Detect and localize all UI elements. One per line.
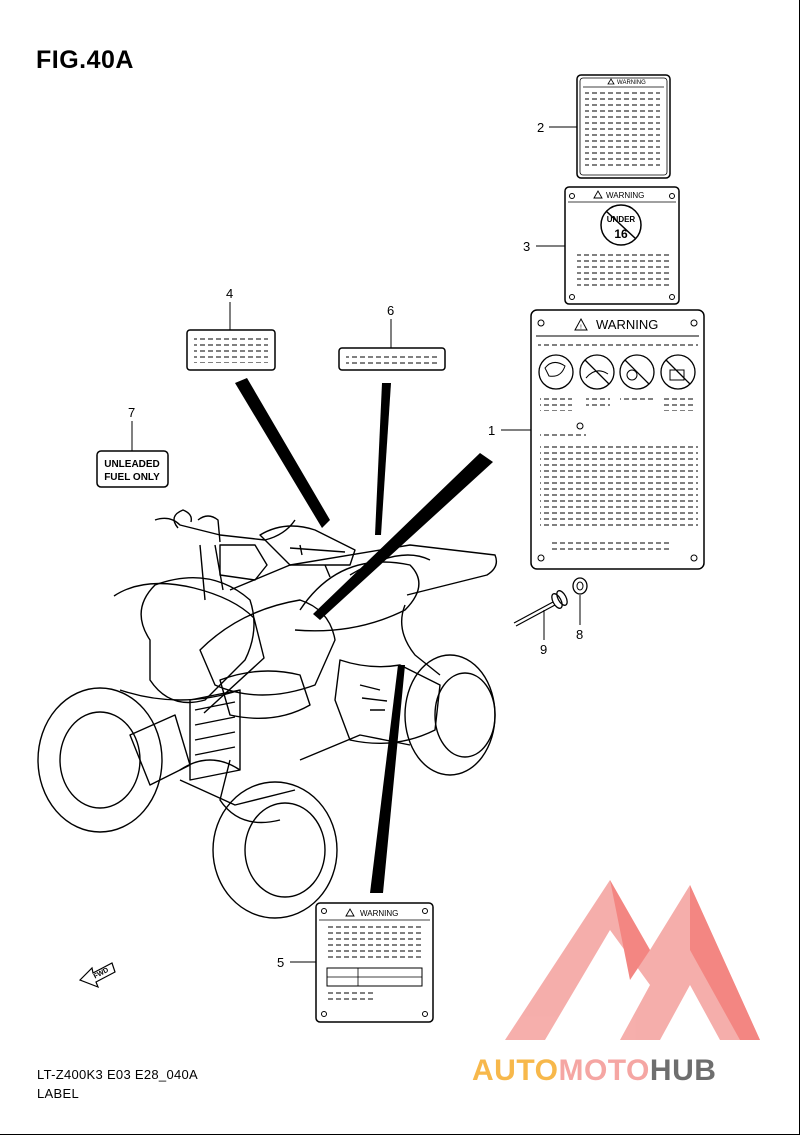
under-age-number: 16 — [614, 227, 628, 241]
model-code: LT-Z400K3 E03 E28_040A — [37, 1067, 199, 1082]
label-3-warning-text: WARNING — [606, 191, 644, 200]
label-1-sticker: ! WARNING — [530, 309, 705, 570]
label-2-warning-text: WARNING — [617, 80, 646, 86]
label-2-sticker: WARNING — [576, 74, 671, 179]
watermark-logo — [505, 880, 760, 1040]
label-4-sticker — [186, 329, 276, 371]
callout-6: 6 — [387, 303, 395, 318]
watermark-text: AUTOMOTOHUB — [472, 1054, 716, 1088]
fuel-label-line1: UNLEADED — [104, 459, 160, 470]
callout-2: 2 — [537, 120, 545, 135]
label-5-sticker: WARNING — [315, 902, 434, 1023]
atv-illustration — [37, 509, 498, 919]
under-age-text: UNDER — [607, 215, 636, 224]
callout-3: 3 — [523, 239, 531, 254]
watermark-part-hub: HUB — [649, 1054, 717, 1087]
section-name: LABEL — [37, 1086, 79, 1101]
callout-7: 7 — [128, 405, 136, 420]
callout-4: 4 — [226, 286, 234, 301]
figure-title: FIG.40A — [36, 46, 134, 74]
callout-1: 1 — [488, 423, 496, 438]
washer-8 — [572, 577, 588, 595]
fwd-arrow-icon: FWD — [78, 962, 116, 989]
callout-8: 8 — [576, 627, 584, 642]
watermark-part-auto: AUTO — [472, 1054, 559, 1087]
label-3-sticker: WARNING UNDER 16 — [564, 186, 680, 305]
watermark-part-moto: MOTO — [558, 1054, 650, 1087]
label-5-warning-text: WARNING — [360, 909, 398, 918]
svg-text:!: ! — [580, 325, 582, 331]
callout-5: 5 — [277, 955, 285, 970]
label-7-fuel-sticker: UNLEADED FUEL ONLY — [96, 450, 169, 488]
label-1-warning-text: WARNING — [596, 317, 658, 332]
fuel-label-line2: FUEL ONLY — [104, 472, 160, 483]
callout-9: 9 — [540, 642, 548, 657]
leader-lines — [131, 126, 581, 963]
pointer-wedges — [235, 378, 493, 893]
label-6-sticker — [338, 347, 446, 371]
rivet-9 — [513, 590, 568, 627]
